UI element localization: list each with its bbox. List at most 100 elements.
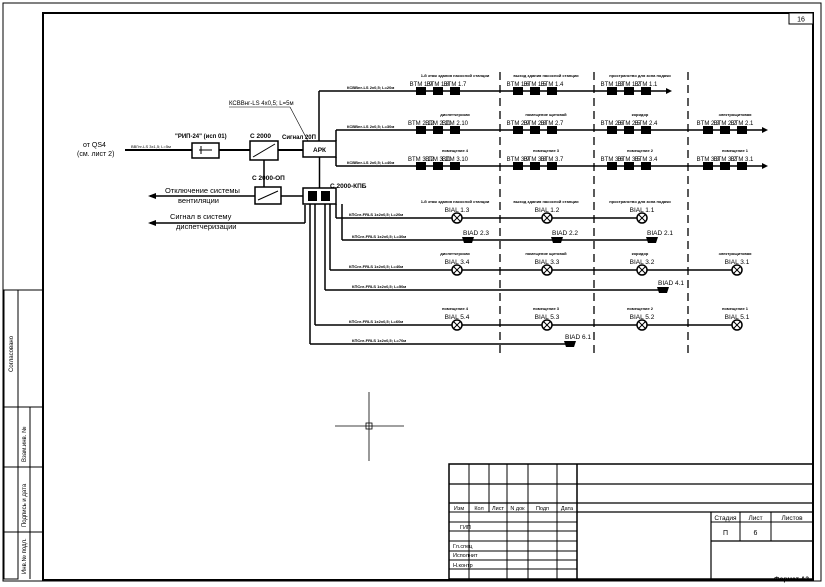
bial-zone-label: выход здания насосной станции: [513, 199, 579, 204]
vent-off-arrow-icon: [148, 193, 156, 199]
btm-detector-icon: [624, 87, 634, 95]
btm-label: BTM 2.3: [697, 121, 720, 127]
end-of-line-icon: [762, 163, 768, 169]
biad-label: BIAD 4.1: [658, 280, 684, 287]
crosshair-cursor-icon: [335, 392, 404, 461]
signal-label: Сигнал 20П: [282, 135, 316, 141]
btm-detector-icon: [433, 87, 443, 95]
bial-zone-label: помещение 4: [442, 306, 469, 311]
btm-detector-icon: [703, 162, 713, 170]
bial-zone-label: помещение 2: [627, 306, 654, 311]
bial-label: BIAL 3.1: [725, 259, 750, 266]
btm-detector-icon: [450, 162, 460, 170]
bial-cross: [543, 321, 551, 329]
btm-label: BTM 1.6: [507, 82, 530, 88]
bial-cable-label-0: КПСнг-FRLS 1х2х0,5; L=20м: [349, 212, 403, 217]
btm-label: BTM 3.9: [507, 157, 530, 163]
c2000-ogn-label: С 2000-ОП: [252, 175, 285, 182]
btm-detector-icon: [433, 126, 443, 134]
biad-label: BIAD 2.3: [463, 230, 489, 237]
bial-label: BIAL 5.3: [535, 314, 560, 321]
biad-cable-label-2: КПСнг-FRLS 1х2х0,5; L=70м: [352, 338, 406, 343]
biad-cable-label-0: КПСнг-FRLS 1х2х0,5; L=30м: [352, 234, 406, 239]
zone-label-row3: помещение 2: [627, 148, 654, 153]
bial-cross: [638, 321, 646, 329]
c2000-kpb-block-left: [308, 191, 317, 201]
bial-label: BIAL 3.4: [445, 259, 470, 266]
btm-detector-icon: [641, 126, 651, 134]
btm-detector-icon: [720, 126, 730, 134]
btm-detector-icon: [641, 87, 651, 95]
btm-detector-icon: [433, 162, 443, 170]
zone-label-row1: пространство для зона подачи: [609, 73, 671, 78]
btm-label: BTM 3.11: [425, 157, 451, 163]
btm-detector-icon: [547, 126, 557, 134]
btm-label: BTM 1.2: [618, 82, 641, 88]
zone-label-row2: электрощитовая: [719, 112, 752, 117]
end-of-line-icon: [762, 127, 768, 133]
bial-label: BIAL 5.1: [725, 314, 750, 321]
stage-value: П: [723, 530, 728, 537]
bial-cable-label-2: КПСнг-FRLS 1х2х0,5; L=60м: [349, 319, 403, 324]
bial-zone-label: пространство для зона подачи: [609, 199, 671, 204]
btm-label: BTM 1.5: [524, 82, 547, 88]
btm-label: BTM 2.11: [425, 121, 451, 127]
btm-detector-icon: [530, 162, 540, 170]
title-block-role: Н.контр: [453, 563, 473, 569]
btm-detector-icon: [530, 126, 540, 134]
btm-label: BTM 2.8: [524, 121, 547, 127]
bial-label: BIAL 1.2: [535, 207, 560, 214]
biad-siren-icon: [551, 237, 563, 243]
btm-label: BTM 1.4: [541, 82, 564, 88]
zone-label-row2: помещение щитовой: [525, 112, 567, 117]
source-label-line1: от QS4: [83, 142, 106, 149]
c2000-ogn-diagonal: [257, 190, 279, 201]
cable-callout-arrow: [289, 106, 311, 146]
bial-label: BIAL 1.1: [630, 207, 655, 214]
zone-label-row2: диспетчерская: [440, 112, 470, 117]
biad-label: BIAD 6.1: [565, 334, 591, 341]
btm-detector-icon: [450, 87, 460, 95]
btm-label: BTM 1.8: [427, 82, 450, 88]
bial-zone-label: диспетчерская: [440, 251, 470, 256]
sheet-value: 6: [754, 530, 758, 537]
sheet-header: Лист: [748, 515, 762, 522]
btm-detector-icon: [737, 162, 747, 170]
vent-off-label-line1: Отключение системы: [165, 186, 240, 195]
bial-label: BIAL 5.2: [630, 314, 655, 321]
bial-zone-label: помещение 3: [533, 306, 560, 311]
dispatch-label-line2: диспетчеризации: [176, 222, 236, 231]
biad-label: BIAD 2.2: [552, 230, 578, 237]
bial-cross: [453, 321, 461, 329]
btm-label: BTM 2.4: [635, 121, 658, 127]
btm-label: BTM 3.5: [618, 157, 641, 163]
bial-zone-label: коридор: [632, 251, 649, 256]
btm-detector-icon: [416, 87, 426, 95]
title-block-role: ГИП: [460, 525, 471, 531]
biad-label: BIAD 2.1: [647, 230, 673, 237]
btm-label: BTM 3.4: [635, 157, 658, 163]
biad-siren-icon: [564, 341, 576, 347]
cable-callout: КСВВнг-LS 4х0,5; L=5м: [229, 101, 294, 107]
c2000-kpb-device: [302, 187, 337, 205]
bial-label: BIAL 3.3: [535, 259, 560, 266]
agreed-label: Согласовано: [9, 335, 15, 372]
sheet-number: 16: [797, 17, 805, 24]
biad-siren-icon: [646, 237, 658, 243]
btm-detector-icon: [607, 126, 617, 134]
biad-siren-icon: [657, 287, 669, 293]
zone-label-row2: коридор: [632, 112, 649, 117]
btm-detector-icon: [720, 162, 730, 170]
btm-label: BTM 1.1: [635, 82, 658, 88]
btm-label: BTM 3.7: [541, 157, 564, 163]
btm-label: BTM 3.3: [697, 157, 720, 163]
title-block-col-header: Лист: [492, 506, 504, 512]
zone-label-row3: помещение 3: [533, 148, 560, 153]
bial-label: BIAL 5.4: [445, 314, 470, 321]
btm-label: BTM 3.1: [731, 157, 754, 163]
btm-label: BTM 3.12: [408, 157, 435, 163]
btm-detector-icon: [547, 87, 557, 95]
